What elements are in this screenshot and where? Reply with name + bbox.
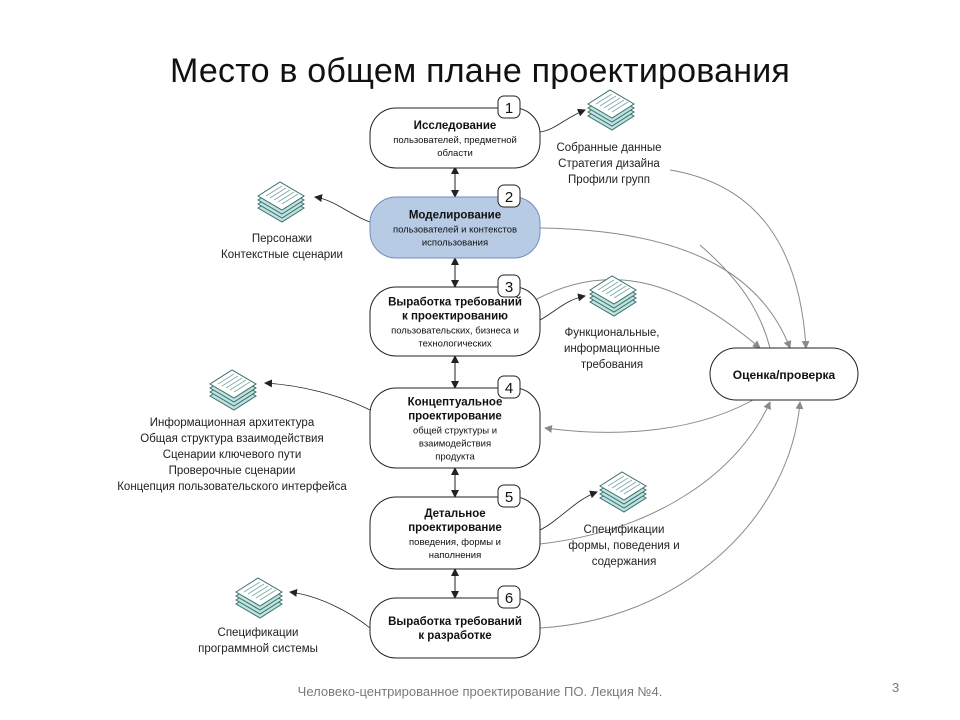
output-label: Функциональные, xyxy=(565,327,660,339)
stage-box xyxy=(369,107,541,169)
stage-subtitle: общей структуры и xyxy=(413,426,497,437)
output-label: Собранные данные xyxy=(556,142,661,154)
output-label: информационные xyxy=(564,343,660,355)
stage-number: 5 xyxy=(505,489,513,506)
stage-subtitle: пользователей и контекстов xyxy=(393,225,517,236)
output-label: Сценарии ключевого пути xyxy=(163,449,302,461)
stage-title: Концептуальное xyxy=(408,397,503,409)
stage-number-badge xyxy=(497,274,521,298)
document-icon xyxy=(599,471,647,513)
stage-subtitle: продукта xyxy=(435,452,475,463)
output-label: Стратегия дизайна xyxy=(558,158,660,170)
output-label: Общая структура взаимодействия xyxy=(140,433,323,445)
stage-subtitle: взаимодействия xyxy=(419,439,491,450)
output-label: Концепция пользовательского интерфейса xyxy=(117,481,347,493)
stage-subtitle: технологических xyxy=(418,339,492,350)
output-label: Персонажи xyxy=(252,233,312,245)
stage-title: Выработка требований xyxy=(388,297,522,309)
output-s6: Спецификации программной системы xyxy=(198,627,318,655)
slide-footer: Человеко-центрированное проектирование П… xyxy=(297,684,663,699)
output-s3: Функциональные, информационные требования xyxy=(564,327,660,371)
evaluation-box: Оценка/проверка xyxy=(709,347,859,401)
stage-subtitle: использования xyxy=(422,238,488,249)
stage-box xyxy=(369,196,541,259)
stage-box xyxy=(369,387,541,469)
stage-subtitle: области xyxy=(437,148,473,159)
output-label: Контекстные сценарии xyxy=(221,249,343,261)
document-icon xyxy=(587,89,635,131)
stage-number-badge xyxy=(497,95,521,119)
stage-subtitle: пользовательских, бизнеса и xyxy=(391,326,519,337)
stage-number: 4 xyxy=(505,380,513,397)
output-label: Информационная архитектура xyxy=(150,417,315,429)
document-icon xyxy=(235,577,283,619)
stage-number-badge xyxy=(497,484,521,508)
stage-title: Моделирование xyxy=(409,210,501,222)
evaluation-label: Оценка/проверка xyxy=(733,368,836,382)
stage-title: Исследование xyxy=(414,120,497,132)
stage-box xyxy=(369,496,541,570)
stage-number: 1 xyxy=(505,100,513,117)
stage-title: проектирование xyxy=(408,411,502,423)
output-label: Профили групп xyxy=(568,174,650,186)
output-s5: Спецификации формы, поведения и содержания xyxy=(568,524,679,568)
output-label: требования xyxy=(581,359,643,371)
output-label: формы, поведения и xyxy=(568,540,679,552)
page-number: 3 xyxy=(892,680,900,695)
output-label: Спецификации xyxy=(218,627,299,639)
stage-subtitle: пользователей, предметной xyxy=(393,135,517,146)
stage-title: проектирование xyxy=(408,522,502,534)
stage-number: 3 xyxy=(505,279,513,296)
stage-number: 6 xyxy=(505,590,513,607)
stage-title: Выработка требований xyxy=(388,616,522,628)
slide-title: Место в общем плане проектирования xyxy=(169,52,790,90)
output-label: Проверочные сценарии xyxy=(169,465,296,477)
stage-title: Детальное xyxy=(424,508,485,520)
stage-number-badge xyxy=(497,375,521,399)
stage-title: к проектированию xyxy=(402,311,508,323)
stage-box xyxy=(369,597,541,659)
stage-number-badge xyxy=(497,184,521,208)
output-label: содержания xyxy=(592,556,657,568)
stage-number-badge xyxy=(497,585,521,609)
stage-title: к разработке xyxy=(418,630,491,642)
evaluation-connectors xyxy=(534,169,810,629)
document-icon xyxy=(209,369,257,411)
output-label: Спецификации xyxy=(584,524,665,536)
stage-subtitle: наполнения xyxy=(429,550,482,561)
document-icon xyxy=(257,181,305,223)
output-label: программной системы xyxy=(198,643,318,655)
stage-number: 2 xyxy=(505,189,513,206)
output-arrows xyxy=(264,108,598,629)
document-icon xyxy=(589,275,637,317)
stage-subtitle: поведения, формы и xyxy=(409,537,501,548)
stage-box xyxy=(369,286,541,357)
